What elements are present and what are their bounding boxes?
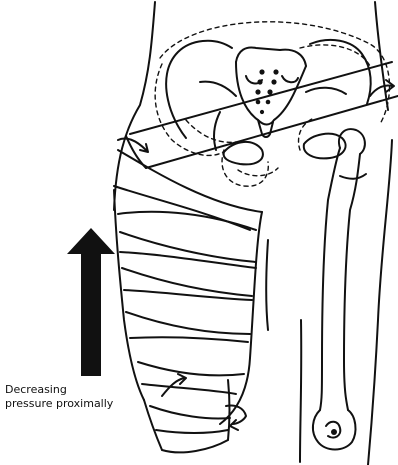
up-arrow-icon: [67, 228, 115, 376]
caption-line-1: Decreasing: [5, 383, 113, 397]
body-outline: [114, 2, 392, 465]
pressure-caption: Decreasing pressure proximally: [5, 383, 113, 411]
sacrum-foramina: [255, 69, 278, 114]
curved-arrow-icon: [370, 80, 394, 96]
femur: [313, 129, 366, 449]
curved-arrow-icon: [162, 374, 186, 396]
spica-bandage: [114, 62, 398, 452]
caption-line-2: pressure proximally: [5, 397, 113, 411]
